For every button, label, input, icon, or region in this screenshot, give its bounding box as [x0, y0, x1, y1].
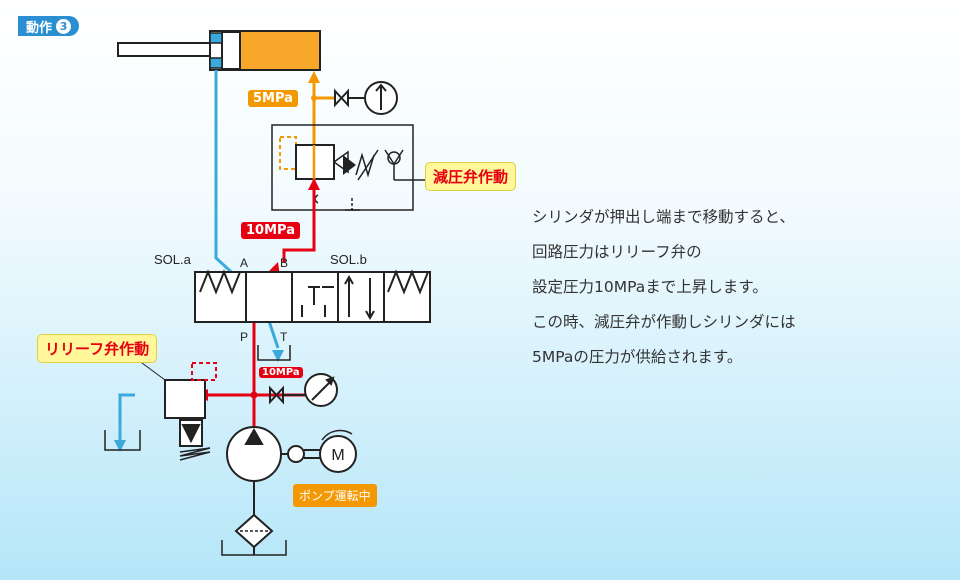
orange-junction-dot: [311, 95, 317, 101]
reducing-valve-callout: 減圧弁作動: [425, 162, 517, 191]
reduced-pressure-line: [312, 82, 335, 145]
step-label: 動作: [26, 20, 53, 36]
port-t-label: T: [280, 330, 288, 344]
pressure-reducing-valve: [271, 124, 425, 213]
piston-rod: [117, 42, 211, 57]
directional-control-valve: [194, 269, 431, 323]
cylinder-gauge: [334, 81, 398, 115]
description-line: 5MPaの圧力が供給されます。: [532, 348, 743, 366]
gauge-pressure-label: 10MPa: [259, 367, 303, 378]
tank-arrow: [272, 350, 284, 362]
cylinder-pressurized-chamber: [240, 32, 319, 69]
line-pressure-label: 10MPa: [241, 222, 300, 239]
pump-status-label: ポンプ運転中: [293, 484, 377, 507]
description-line: この時、減圧弁が作動しシリンダには: [532, 313, 796, 331]
reducing-inlet-arrow: [308, 178, 320, 190]
description-line: 回路圧力はリリーフ弁の: [532, 243, 702, 261]
cylinder-supply-arrow: [308, 71, 320, 83]
solenoid-a-label: SOL.a: [154, 252, 191, 267]
relief-tank: [104, 430, 141, 451]
relief-valve-callout: リリーフ弁作動: [37, 334, 158, 363]
motor-symbol: M: [331, 447, 344, 464]
step-badge: 動作 3: [18, 16, 80, 36]
port-p-label: P: [240, 330, 249, 344]
rod-seal-bottom: [209, 57, 223, 69]
step-number: 3: [56, 18, 72, 34]
hydraulic-pump: [226, 426, 357, 515]
port-b-label: B: [280, 256, 289, 270]
relief-callout-leader: [137, 359, 166, 381]
relief-valve: [164, 362, 217, 461]
port-a-label: A: [240, 256, 249, 270]
description-text: シリンダが押出し端まで移動すると、 回路圧力はリリーフ弁の 設定圧力10MPaま…: [532, 200, 932, 375]
reservoir: [221, 540, 287, 556]
piston: [221, 31, 241, 70]
valve-tank: [257, 345, 291, 361]
hydraulic-cylinder: [117, 30, 321, 71]
suction-filter: [234, 513, 274, 555]
cylinder-pressure-label: 5MPa: [248, 90, 298, 107]
pump-gauge: [269, 373, 338, 407]
description-line: 設定圧力10MPaまで上昇します。: [532, 278, 768, 296]
junction-dot: [250, 391, 258, 399]
solenoid-b-label: SOL.b: [330, 252, 367, 267]
rod-seal-top: [209, 32, 223, 44]
description-line: シリンダが押出し端まで移動すると、: [532, 208, 795, 226]
relief-tank-arrow: [114, 440, 126, 452]
